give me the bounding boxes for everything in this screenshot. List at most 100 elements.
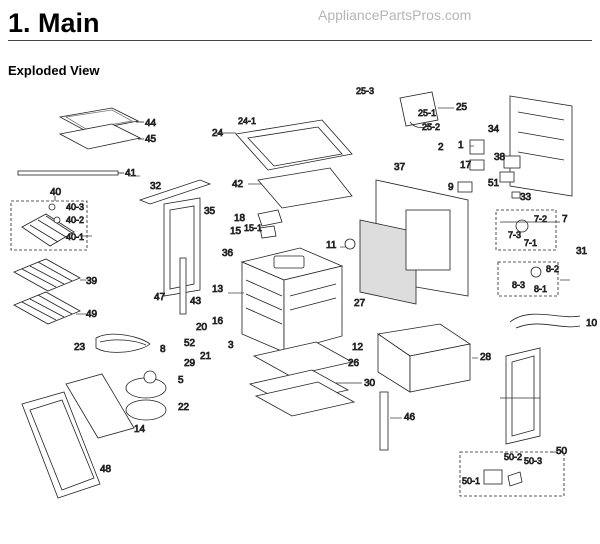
callout-51: 51 <box>488 178 500 189</box>
callout-30: 30 <box>364 378 376 389</box>
callout-48: 48 <box>100 464 112 475</box>
part-50-3 <box>507 471 523 487</box>
group-box-40 <box>10 200 88 251</box>
part-rack-40 <box>21 203 75 247</box>
callout-7-2: 7-2 <box>534 214 547 224</box>
callout-14: 14 <box>134 424 146 435</box>
part-1 <box>469 139 485 155</box>
part-8-2 <box>530 266 542 278</box>
part-back-37 <box>359 179 469 305</box>
callout-50: 50 <box>556 446 568 457</box>
part-strip-46 <box>379 391 389 451</box>
callout-36: 36 <box>222 248 234 259</box>
part-covers-22 <box>125 370 167 421</box>
callout-28: 28 <box>480 352 492 363</box>
callout-45: 45 <box>145 134 157 145</box>
callout-50-3: 50-3 <box>524 456 542 466</box>
callout-37: 37 <box>394 162 406 173</box>
callout-34: 34 <box>488 124 500 135</box>
part-tray-30 <box>248 369 356 417</box>
callout-38: 38 <box>494 152 506 163</box>
callout-52: 52 <box>184 338 196 349</box>
part-door-48 <box>21 391 101 499</box>
part-panel-35-right <box>505 347 541 445</box>
callout-42: 42 <box>232 179 244 190</box>
part-tray-44 <box>58 107 140 132</box>
leader-lines <box>76 107 570 453</box>
callout-35-left: 35 <box>204 206 216 217</box>
title-rule <box>8 40 592 41</box>
group-box-7 <box>495 209 557 251</box>
part-rack-49 <box>13 291 81 325</box>
callout-46: 46 <box>404 412 416 423</box>
part-51 <box>499 171 515 183</box>
callout-12: 12 <box>352 342 364 353</box>
callout-33: 33 <box>520 192 532 203</box>
part-50-1 <box>483 469 503 485</box>
part-cover-28 <box>376 323 472 393</box>
callout-32: 32 <box>150 181 162 192</box>
callout-40-1: 40-1 <box>66 232 84 242</box>
callout-47: 47 <box>154 292 166 303</box>
callout-15-1: 15-1 <box>244 223 262 233</box>
callout-1: 1 <box>458 140 464 151</box>
callout-8-left: 8 <box>160 344 166 355</box>
callout-50-2: 50-2 <box>504 452 522 462</box>
callout-9: 9 <box>448 182 454 193</box>
part-rack-39 <box>13 258 81 292</box>
part-bar-32 <box>138 179 212 205</box>
part-bracket-25 <box>399 91 439 128</box>
callout-11: 11 <box>326 240 337 251</box>
callout-13-a: 13 <box>212 284 224 295</box>
section-subtitle: Exploded View <box>8 63 100 78</box>
callout-5: 5 <box>178 375 184 386</box>
part-element-23 <box>95 333 151 353</box>
callout-24: 24 <box>212 128 224 139</box>
callout-40-3: 40-3 <box>66 202 84 212</box>
callout-22: 22 <box>178 402 190 413</box>
part-17 <box>469 159 485 171</box>
callout-49: 49 <box>86 309 98 320</box>
part-11 <box>344 238 356 250</box>
callout-26: 26 <box>348 358 360 369</box>
callout-7-1: 7-1 <box>524 238 537 248</box>
callout-25: 25 <box>456 102 468 113</box>
callout-31: 31 <box>576 246 588 257</box>
part-side-47 <box>179 257 187 315</box>
part-panel-24 <box>235 119 353 171</box>
part-33 <box>511 191 521 199</box>
part-glass-14 <box>65 373 135 439</box>
part-cavity <box>240 247 344 353</box>
callout-8-3: 8-3 <box>512 280 525 290</box>
callout-25-1: 25-1 <box>418 108 436 118</box>
callout-7: 7 <box>562 214 568 225</box>
callout-20: 20 <box>196 322 208 333</box>
callout-24-1: 24-1 <box>238 116 256 126</box>
callout-16-a: 16 <box>212 316 224 327</box>
callout-10: 10 <box>586 318 598 329</box>
callout-21: 21 <box>200 351 212 362</box>
callout-8-2: 8-2 <box>546 264 559 274</box>
part-rod-41 <box>17 170 124 176</box>
callout-40: 40 <box>50 187 62 198</box>
part-panel-42 <box>257 167 353 209</box>
callout-41: 41 <box>125 168 137 179</box>
callout-17: 17 <box>460 160 472 171</box>
callout-29: 29 <box>184 358 196 369</box>
callout-7-3: 7-3 <box>508 230 521 240</box>
part-panel-35-left <box>163 197 201 297</box>
part-38 <box>503 155 521 169</box>
watermark: AppliancePartsPros.com <box>318 7 472 23</box>
part-7-2 <box>515 219 529 233</box>
part-tray-26 <box>252 341 354 377</box>
part-wiring-10 <box>509 313 581 329</box>
callout-43: 43 <box>190 296 202 307</box>
part-tray-45 <box>58 123 142 150</box>
callout-25-3: 25-3 <box>356 86 374 96</box>
group-box-8 <box>497 261 559 297</box>
callout-50-1: 50-1 <box>462 476 480 486</box>
callout-8-1: 8-1 <box>534 284 547 294</box>
callout-27: 27 <box>354 298 366 309</box>
callout-2: 2 <box>438 142 444 153</box>
